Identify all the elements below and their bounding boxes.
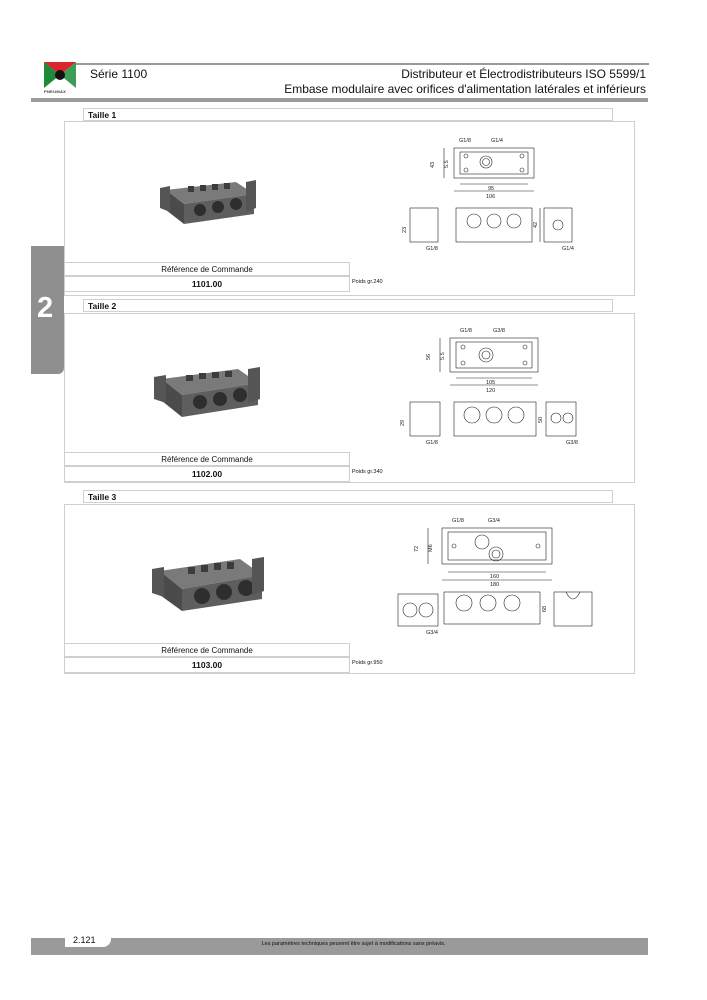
- dim-height-2: 56: [426, 354, 432, 360]
- footer-note: Les paramètres techniques peuvent être s…: [261, 941, 446, 947]
- pneumax-logo: [44, 62, 76, 88]
- order-reference-label-2: Référence de Commande: [64, 452, 350, 466]
- manifold-image-1: [160, 180, 256, 224]
- size-heading-3: Taille 3: [83, 490, 613, 503]
- dim-width-inner-3: 160: [490, 574, 499, 580]
- weight-1: Poids gr.240: [352, 279, 383, 285]
- dim-front-height-3: 68: [542, 606, 548, 612]
- dim-side-height-1: 23: [402, 227, 408, 233]
- size-panel-2: [64, 313, 635, 483]
- dim-bottom-left-1: G1/8: [426, 246, 438, 252]
- chapter-number: 2: [37, 292, 54, 324]
- page-title: Distributeur et Électrodistributeurs ISO…: [401, 67, 646, 81]
- dim-bottom-left-3: G3/4: [426, 630, 438, 636]
- order-reference-code-3: 1103.00: [64, 657, 350, 673]
- technical-drawing-1: G1/8 G1/4 43 5.5 95 106 23 42 G1/8 G1/4: [402, 138, 574, 252]
- dim-bottom-left-2: G1/8: [426, 440, 438, 446]
- dim-bottom-right-1: G1/4: [562, 246, 574, 252]
- weight-2: Poids gr.340: [352, 469, 383, 475]
- technical-drawing-2: G1/8 G3/8 56 5.5 105 120 29 50 G1/8 G3/8: [400, 328, 578, 446]
- size-heading-2: Taille 2: [83, 299, 613, 312]
- dim-width-outer-1: 106: [486, 194, 495, 200]
- dim-width-inner-1: 95: [488, 186, 494, 192]
- chapter-tab: 2: [31, 246, 64, 374]
- order-reference-code-1: 1101.00: [64, 276, 350, 292]
- dim-port-right-2: G3/8: [493, 328, 505, 334]
- size-heading-1: Taille 1: [83, 108, 613, 121]
- dim-width-inner-2: 105: [486, 380, 495, 386]
- dim-port-left-2: G1/8: [460, 328, 472, 334]
- dim-width-outer-3: 180: [490, 582, 499, 588]
- dim-inner-3: M6: [428, 544, 434, 552]
- dim-port-right-3: G3/4: [488, 518, 500, 524]
- size-panel-3: [64, 504, 635, 674]
- order-reference-label-3: Référence de Commande: [64, 643, 350, 657]
- dim-height-1: 43: [430, 162, 436, 168]
- dim-port-left-1: G1/8: [459, 138, 471, 144]
- dim-inner-2: 5.5: [440, 352, 446, 360]
- dim-port-right-1: G1/4: [491, 138, 503, 144]
- series-title: Série 1100: [90, 67, 148, 81]
- dim-bottom-right-2: G3/8: [566, 440, 578, 446]
- dim-side-height-2: 29: [400, 420, 406, 426]
- technical-drawing-3: G1/8 G3/4 72 M6 160 180 68 G3/4: [397, 518, 593, 636]
- dim-inner-1: 5.5: [444, 160, 450, 168]
- dim-front-height-1: 42: [533, 222, 539, 228]
- header-rule-top: [76, 63, 649, 65]
- page-subtitle: Embase modulaire avec orifices d'aliment…: [284, 82, 646, 96]
- size-panel-1: [64, 121, 635, 296]
- footer-bar: [31, 938, 648, 955]
- dim-port-left-3: G1/8: [452, 518, 464, 524]
- manifold-image-2: [154, 367, 260, 417]
- header-rule-bottom: [31, 98, 648, 102]
- weight-3: Poids gr.950: [352, 660, 383, 666]
- page-number: 2.121: [65, 934, 111, 947]
- dim-height-3: 72: [414, 546, 420, 552]
- dim-front-height-2: 50: [538, 417, 544, 423]
- brand-name: PNEUMAX: [44, 89, 67, 94]
- dim-width-outer-2: 120: [486, 388, 495, 394]
- manifold-image-3: [152, 557, 264, 611]
- order-reference-code-2: 1102.00: [64, 466, 350, 482]
- order-reference-label-1: Référence de Commande: [64, 262, 350, 276]
